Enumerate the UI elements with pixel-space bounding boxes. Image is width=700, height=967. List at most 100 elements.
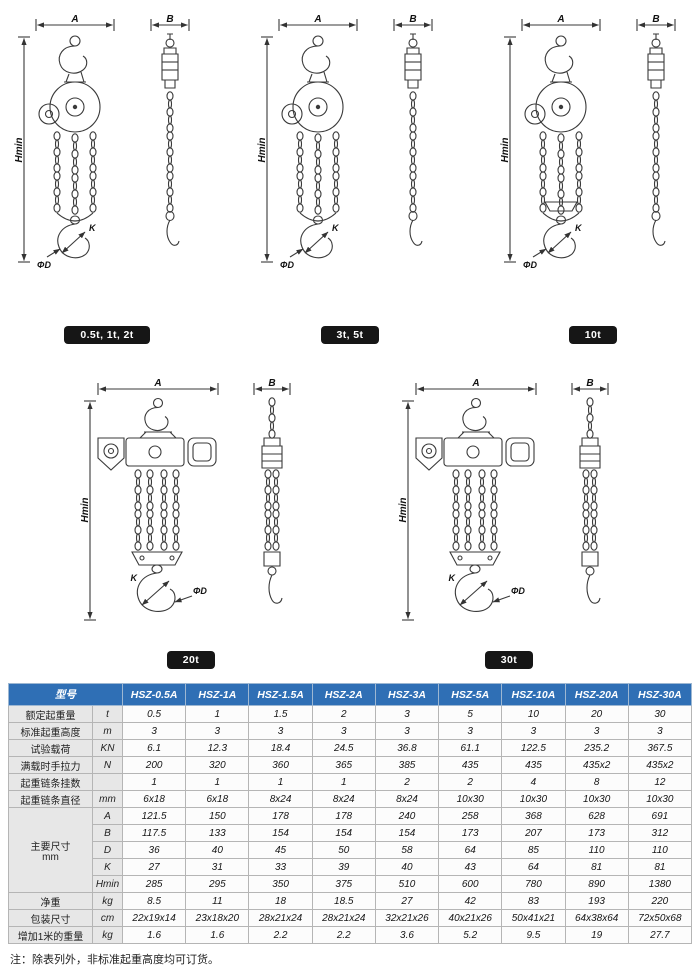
- spec-value: 295: [185, 875, 250, 893]
- hoist-drawing-group: A Hmin ΦD K B 10t: [500, 10, 686, 344]
- dim-label-phid: ΦD: [511, 586, 525, 596]
- spec-value: 85: [501, 841, 566, 859]
- front-view: [402, 383, 536, 620]
- spec-value: 3: [311, 722, 376, 740]
- spec-value: 2: [311, 705, 376, 723]
- dim-label-hmin: Hmin: [398, 498, 409, 523]
- spec-value: 178: [311, 807, 376, 825]
- unit-label: kg: [92, 892, 123, 910]
- dim-label-b: B: [586, 378, 593, 389]
- front-view: [84, 383, 218, 620]
- spec-value: 28x21x24: [248, 909, 313, 927]
- spec-value: 312: [627, 824, 693, 842]
- spec-value: 5.2: [438, 926, 503, 944]
- spec-value: 2.2: [248, 926, 313, 944]
- dim-label-hmin: Hmin: [257, 138, 268, 163]
- unit-label: [92, 773, 123, 791]
- capacity-badge: 10t: [568, 326, 618, 344]
- spec-value: 8.5: [121, 892, 187, 910]
- unit-label: A: [92, 807, 123, 825]
- spec-value: 9.5: [501, 926, 566, 944]
- dim-label-k: K: [89, 223, 97, 233]
- unit-label: mm: [92, 790, 123, 808]
- spec-value: 64: [438, 841, 503, 859]
- spec-value: 122.5: [501, 739, 566, 757]
- spec-value: 11: [185, 892, 250, 910]
- spec-value: 8x24: [374, 790, 440, 808]
- spec-value: 45: [248, 841, 313, 859]
- spec-value: 1: [185, 773, 250, 791]
- side-view: [151, 19, 189, 245]
- spec-value: 235.2: [564, 739, 629, 757]
- spec-value: 31: [185, 858, 250, 876]
- dim-label-phid: ΦD: [523, 260, 537, 270]
- model-name: HSZ-30A: [627, 683, 693, 706]
- spec-value: 154: [248, 824, 313, 842]
- hoist-technical-drawing: A Hmin ΦD K B: [80, 378, 302, 639]
- dim-label-b: B: [166, 14, 173, 25]
- spec-value: 193: [564, 892, 629, 910]
- spec-value: 628: [564, 807, 629, 825]
- spec-value: 81: [627, 858, 693, 876]
- spec-value: 1.6: [185, 926, 250, 944]
- spec-value: 385: [374, 756, 440, 774]
- spec-value: 20: [564, 705, 629, 723]
- hoist-drawing-group: A Hmin ΦD K B 0.5t, 1t, 2t: [14, 10, 200, 344]
- front-view: [18, 19, 114, 262]
- spec-value: 43: [438, 858, 503, 876]
- spec-value: 61.1: [438, 739, 503, 757]
- spec-value: 50: [311, 841, 376, 859]
- spec-value: 12: [627, 773, 693, 791]
- spec-value: 64: [501, 858, 566, 876]
- model-name: HSZ-5A: [438, 683, 503, 706]
- dim-label-k: K: [575, 223, 583, 233]
- spec-value: 173: [564, 824, 629, 842]
- spec-value: 3: [564, 722, 629, 740]
- spec-value: 23x18x20: [185, 909, 250, 927]
- spec-value: 36: [121, 841, 187, 859]
- capacity-badge: 20t: [166, 651, 216, 669]
- spec-value: 150: [185, 807, 250, 825]
- spec-value: 154: [374, 824, 440, 842]
- dim-label-a: A: [313, 14, 321, 25]
- dim-label-hmin: Hmin: [14, 138, 25, 163]
- spec-value: 8: [564, 773, 629, 791]
- dim-label-a: A: [70, 14, 78, 25]
- spec-value: 50x41x21: [501, 909, 566, 927]
- unit-label: B: [92, 824, 123, 842]
- spec-value: 200: [121, 756, 187, 774]
- hanger-plate: [544, 201, 578, 212]
- spec-value: 2.2: [311, 926, 376, 944]
- hoist-drawing-group: A Hmin ΦD K B 20t: [80, 374, 302, 669]
- dim-label-k: K: [332, 223, 340, 233]
- spec-value: 2: [438, 773, 503, 791]
- spec-value: 12.3: [185, 739, 250, 757]
- spec-value: 368: [501, 807, 566, 825]
- spec-value: 1.5: [248, 705, 313, 723]
- spec-value: 10x30: [564, 790, 629, 808]
- side-view: [254, 383, 290, 603]
- hoist-drawing-group: A Hmin ΦD K B 3t, 5t: [257, 10, 443, 344]
- spec-value: 22x19x14: [121, 909, 187, 927]
- spec-value: 3: [121, 722, 187, 740]
- spec-value: 40: [185, 841, 250, 859]
- spec-value: 8x24: [311, 790, 376, 808]
- hoist-technical-drawing: A Hmin ΦD K B: [500, 14, 686, 270]
- spec-value: 81: [564, 858, 629, 876]
- dim-label-b: B: [652, 14, 659, 25]
- model-name: HSZ-1A: [185, 683, 250, 706]
- dim-label-a: A: [471, 378, 479, 389]
- unit-label: t: [92, 705, 123, 723]
- spec-value: 6.1: [121, 739, 187, 757]
- row-label: 额定起重量: [8, 705, 93, 723]
- dim-label-b: B: [409, 14, 416, 25]
- spec-value: 435: [438, 756, 503, 774]
- spec-value: 780: [501, 875, 566, 893]
